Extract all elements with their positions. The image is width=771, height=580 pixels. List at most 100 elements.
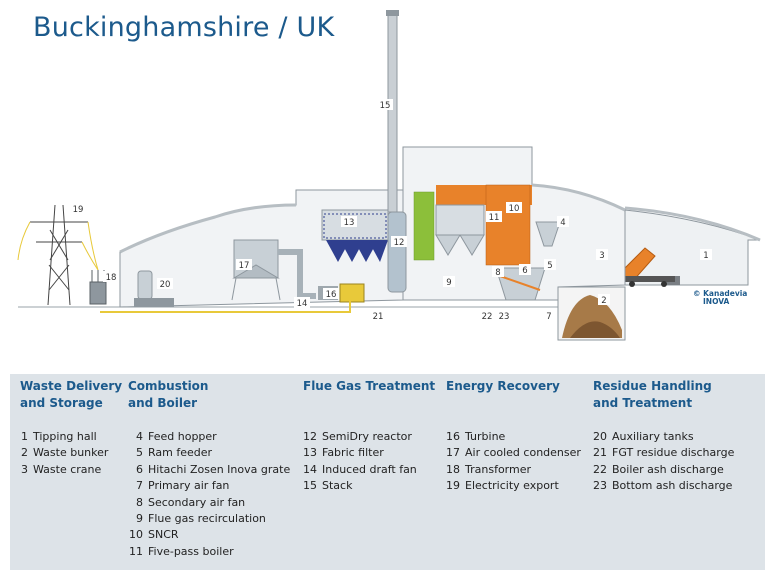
legend-item-number: 11 — [129, 544, 143, 558]
svg-text:7: 7 — [546, 312, 551, 322]
legend-item-number: 5 — [136, 446, 143, 460]
diagram-label-2: 2 — [598, 294, 610, 306]
legend-item-number: 12 — [303, 430, 317, 443]
legend-item-text: Waste crane — [33, 462, 102, 476]
svg-text:19: 19 — [73, 205, 84, 215]
legend-item-number: 8 — [136, 495, 143, 509]
tipping-hall — [624, 206, 761, 286]
diagram-label-23: 23 — [496, 310, 512, 322]
legend-item: 1 Tipping hall — [20, 429, 108, 445]
legend-item-number: 10 — [129, 528, 143, 542]
diagram-label-8: 8 — [492, 266, 504, 278]
diagram-label-3: 3 — [596, 249, 608, 261]
diagram-label-12: 12 — [391, 236, 407, 248]
legend-heading-energy-recovery: Energy Recovery — [446, 378, 560, 395]
legend-item-text: Five-pass boiler — [148, 544, 234, 558]
legend-item-number: 2 — [21, 446, 28, 460]
diagram-label-1: 1 — [700, 249, 712, 261]
legend-item-text: Ram feeder — [148, 446, 213, 460]
svg-text:11: 11 — [489, 213, 500, 223]
logo-line-1: © Kanadevia — [693, 289, 748, 298]
legend-item-number: 19 — [446, 479, 460, 493]
semidry-reactor — [387, 211, 407, 293]
legend-item-number: 17 — [446, 446, 460, 460]
svg-text:12: 12 — [394, 238, 405, 248]
legend-item-number: 16 — [446, 430, 460, 443]
svg-text:16: 16 — [326, 290, 337, 300]
grate — [495, 267, 546, 301]
legend-item-number: 1 — [21, 430, 28, 443]
legend-item-text: Bottom ash discharge — [612, 479, 733, 493]
legend-item-text: Turbine — [465, 430, 506, 443]
logo-line-2: INOVA — [703, 297, 730, 306]
power-cable — [100, 300, 351, 313]
legend-list-waste-delivery: 1 Tipping hall 2 Waste bunker 3 Waste crane — [20, 429, 108, 478]
svg-text:13: 13 — [344, 218, 355, 228]
diagram-label-6: 6 — [519, 264, 531, 276]
legend-item-number: 6 — [136, 462, 143, 476]
legend-item-text: FGT residue discharge — [612, 446, 735, 460]
diagram-label-21: 21 — [370, 310, 386, 322]
diagram-label-22: 22 — [479, 310, 495, 322]
truck-icon — [617, 247, 675, 287]
legend-item-number: 18 — [446, 462, 460, 476]
diagram-label-9: 9 — [443, 276, 455, 288]
legend-item: 19 Electricity export — [446, 478, 581, 494]
legend-panel: Waste Delivery and Storage 1 Tipping hall… — [10, 374, 765, 570]
svg-text:2: 2 — [601, 296, 606, 306]
legend-heading-line: Energy Recovery — [446, 379, 560, 393]
legend-item-text: Fabric filter — [322, 446, 384, 460]
legend-heading-flue-gas: Flue Gas Treatment — [303, 378, 435, 395]
legend-heading-line: and Storage — [20, 396, 103, 410]
legend-heading-line: Residue Handling — [593, 379, 712, 393]
legend-item: 18 Transformer — [446, 462, 581, 478]
legend-item-text: Stack — [322, 479, 353, 493]
legend-list-energy-recovery: 16 Turbine 17 Air cooled condenser 18 Trans… — [446, 429, 581, 495]
legend-heading-line: Waste Delivery — [20, 379, 123, 393]
legend-item-text: Air cooled condenser — [465, 446, 581, 460]
page-title: Buckinghamshire / UK — [33, 12, 335, 43]
legend-item-number: 21 — [593, 446, 607, 460]
stack — [386, 10, 399, 213]
legend-item-text: Transformer — [465, 462, 532, 476]
diagram-label-20: 20 — [157, 278, 173, 290]
svg-text:1: 1 — [703, 251, 708, 261]
legend-item-text: Tipping hall — [33, 430, 97, 443]
legend-heading-waste-delivery: Waste Delivery and Storage — [20, 378, 122, 412]
legend-item-text: Flue gas recirculation — [148, 512, 266, 526]
waste-bunker — [557, 286, 626, 341]
legend-item: 2 Waste bunker — [20, 445, 108, 461]
svg-text:9: 9 — [446, 278, 451, 288]
diagram-label-10: 10 — [506, 202, 522, 214]
diagram-label-14: 14 — [294, 297, 310, 309]
diagram-label-5: 5 — [544, 259, 556, 271]
legend-item-text: Electricity export — [465, 479, 559, 493]
legend-item-number: 22 — [593, 462, 607, 476]
diagram-label-11: 11 — [486, 211, 502, 223]
legend-item-text: Secondary air fan — [148, 495, 246, 509]
legend-item-number: 20 — [593, 430, 607, 443]
diagram-label-15: 15 — [377, 99, 393, 111]
five-pass-boiler — [413, 184, 532, 266]
diagram-label-19: 19 — [70, 203, 86, 215]
legend-item: 3 Waste crane — [20, 462, 108, 478]
legend-item: 16 Turbine — [446, 429, 581, 445]
diagram-label-18: 18 — [103, 271, 119, 283]
diagram-label-17: 17 — [236, 259, 252, 271]
pylon-icon — [17, 204, 99, 306]
legend-item-text: Waste bunker — [33, 446, 109, 460]
legend-item-number: 3 — [21, 462, 28, 476]
legend-heading-combustion: Combustion and Boiler — [128, 378, 208, 412]
legend-heading-line: Combustion — [128, 379, 209, 393]
svg-text:20: 20 — [160, 280, 171, 290]
